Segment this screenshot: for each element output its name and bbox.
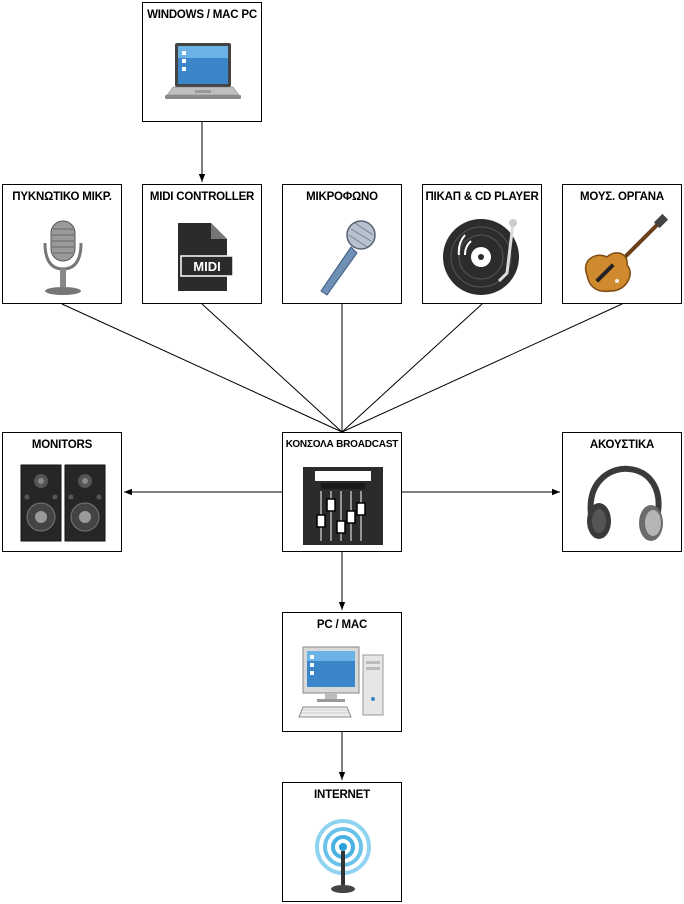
node-label: INTERNET <box>314 789 370 801</box>
electric-guitar-icon <box>573 211 673 301</box>
laptop-icon <box>153 29 253 119</box>
wireless-antenna-icon <box>293 809 393 899</box>
node-pc-mac[interactable]: PC / MAC <box>282 612 402 732</box>
node-headphones[interactable]: ΑΚΟΥΣΤΙΚΑ <box>562 432 682 552</box>
node-internet[interactable]: INTERNET <box>282 782 402 902</box>
midi-file-icon: MIDI <box>153 211 253 301</box>
studio-microphone-icon <box>13 211 113 301</box>
handheld-microphone-icon <box>293 211 393 301</box>
node-midi-controller[interactable]: MIDI CONTROLLER MIDI <box>142 184 262 304</box>
node-label: ΜΟΥΣ. ΟΡΓΑΝΑ <box>580 191 664 203</box>
node-label: MIDI CONTROLLER <box>149 191 255 203</box>
vinyl-record-icon <box>433 211 533 301</box>
node-label: WINDOWS / MAC PC <box>147 9 257 21</box>
edge-condenser-to-console <box>61 303 343 433</box>
node-musical-instruments[interactable]: ΜΟΥΣ. ΟΡΓΑΝΑ <box>562 184 682 304</box>
desktop-computer-icon <box>293 639 393 729</box>
headphones-icon <box>573 459 673 549</box>
node-label: ΠΥΚΝΩΤΙΚΟ ΜΙΚΡ. <box>12 191 112 203</box>
node-label: PC / MAC <box>316 619 368 631</box>
edge-turntable-to-console <box>341 303 483 433</box>
node-label: ΜΙΚΡΟΦΩΝΟ <box>306 191 378 203</box>
node-label: MONITORS <box>31 439 93 451</box>
edge-midi-to-console <box>201 303 343 433</box>
node-label: ΠΙΚΑΠ & CD PLAYER <box>425 191 539 203</box>
node-windows-mac-pc[interactable]: WINDOWS / MAC PC <box>142 2 262 122</box>
node-monitors[interactable]: MONITORS <box>2 432 122 552</box>
node-label: ΑΚΟΥΣΤΙΚΑ <box>589 439 655 451</box>
node-microphone[interactable]: ΜΙΚΡΟΦΩΝΟ <box>282 184 402 304</box>
node-condenser-microphone[interactable]: ΠΥΚΝΩΤΙΚΟ ΜΙΚΡ. <box>2 184 122 304</box>
node-label: ΚΟΝΣΟΛΑ BROADCAST <box>285 439 399 450</box>
edge-instruments-to-console <box>341 303 623 433</box>
node-turntable-cd-player[interactable]: ΠΙΚΑΠ & CD PLAYER <box>422 184 542 304</box>
mixer-icon <box>293 459 393 549</box>
node-broadcast-console[interactable]: ΚΟΝΣΟΛΑ BROADCAST <box>282 432 402 552</box>
midi-icon-text: MIDI <box>193 259 220 274</box>
speakers-icon <box>13 459 113 549</box>
